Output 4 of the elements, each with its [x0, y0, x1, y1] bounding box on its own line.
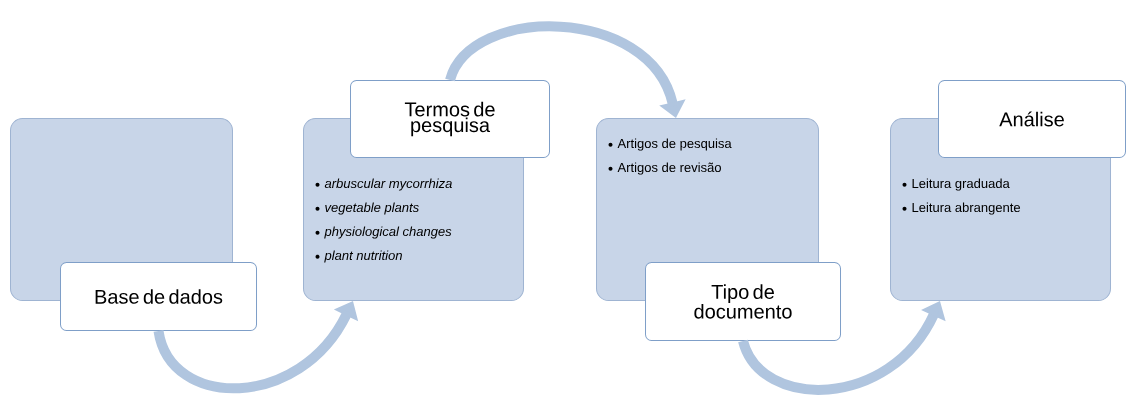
title-box: Análise: [938, 80, 1126, 158]
title-box: Termos de pesquisa: [350, 80, 550, 158]
title-box: Base de dados: [60, 262, 257, 331]
title-box: Tipo de documento: [645, 262, 841, 341]
